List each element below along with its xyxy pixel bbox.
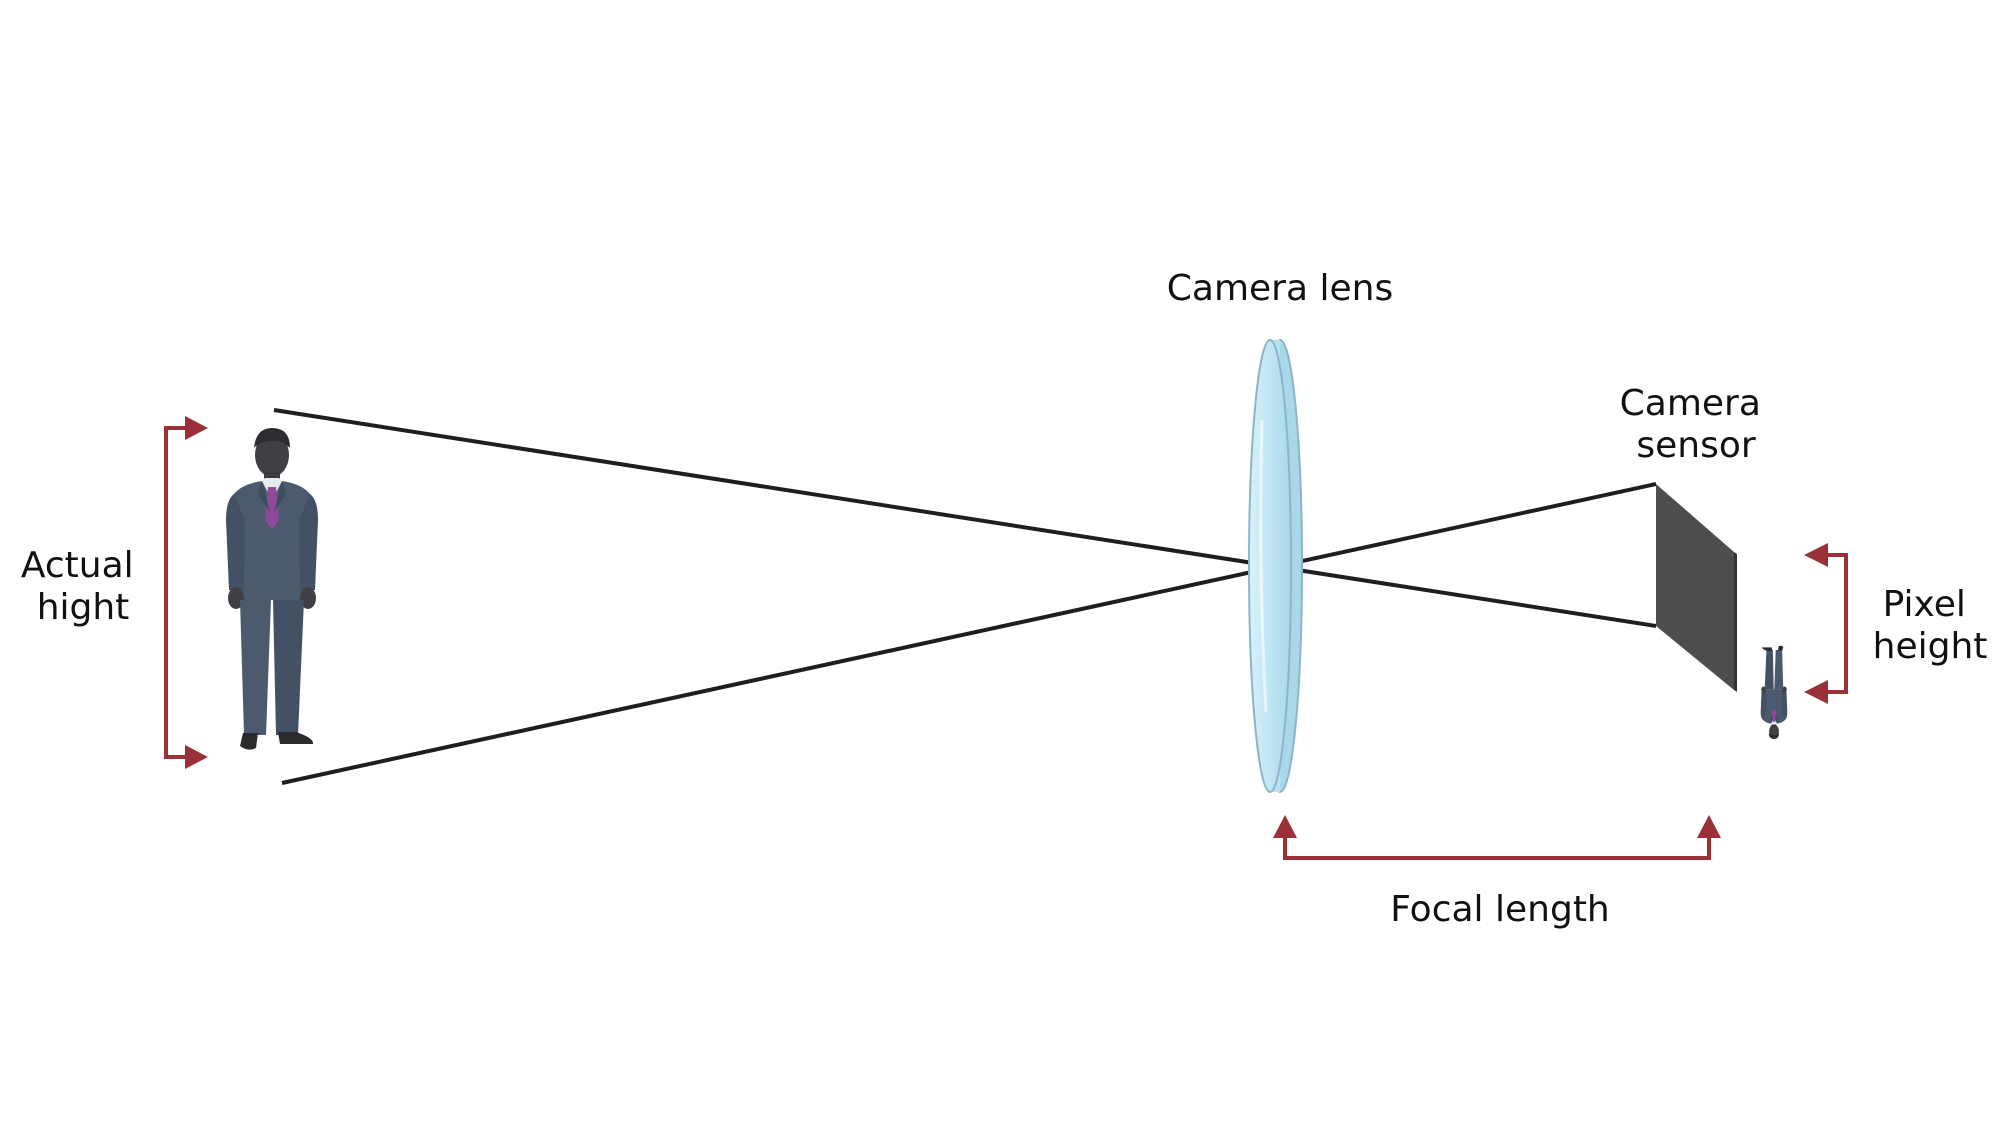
camera-sensor-label-line2: sensor: [1636, 425, 1756, 466]
actual-height-bracket: [164, 426, 188, 759]
actual-height-arrow-bottom: [185, 745, 208, 769]
pixel-height-arrow-top: [1804, 543, 1828, 567]
pixel-height-bracket: [1826, 553, 1848, 694]
actual-height-label: Actual hight: [21, 545, 145, 628]
person-figure: [226, 428, 318, 750]
inverted-person-image: [1760, 645, 1788, 739]
pixel-height-arrow-bottom: [1804, 680, 1828, 704]
focal-length-arrow-right: [1697, 815, 1721, 838]
camera-lens: [1248, 339, 1303, 793]
camera-sensor: [1656, 484, 1734, 690]
actual-height-arrow-top: [185, 416, 208, 440]
actual-height-label-line1: Actual: [21, 545, 134, 586]
pixel-height-label: Pixel height: [1873, 584, 1988, 667]
ray-bottom: [281, 482, 1657, 785]
focal-length-arrow-left: [1273, 815, 1297, 838]
ray-top: [273, 408, 1657, 628]
camera-lens-label: Camera lens: [1167, 268, 1393, 309]
pixel-height-label-line1: Pixel: [1883, 584, 1966, 625]
focal-length-bracket: [1283, 836, 1711, 860]
camera-sensor-label-line1: Camera: [1620, 383, 1761, 424]
camera-sensor-label: Camera sensor: [1620, 383, 1773, 466]
actual-height-label-line2: hight: [37, 587, 130, 628]
focal-length-label: Focal length: [1390, 889, 1610, 930]
pixel-height-label-line2: height: [1873, 626, 1988, 667]
